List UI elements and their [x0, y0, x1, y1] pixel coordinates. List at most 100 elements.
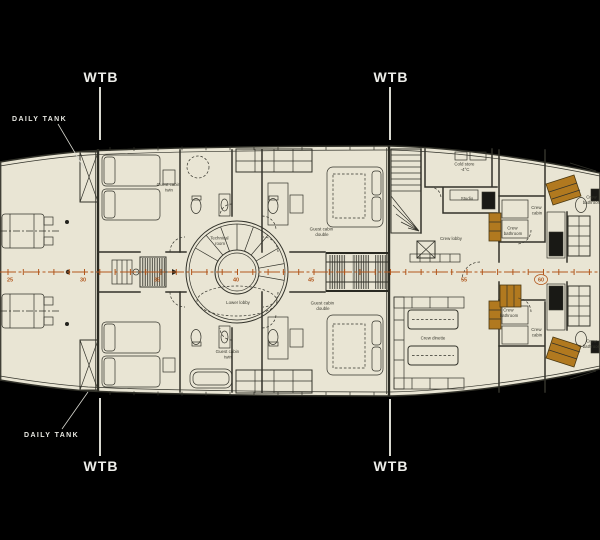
- stool: [289, 328, 304, 348]
- bunk: [501, 219, 529, 239]
- hull: [0, 145, 600, 397]
- room-label: Technical room: [210, 236, 230, 247]
- toilet: [267, 198, 279, 214]
- crew-dinette: Crew dinette: [393, 296, 465, 390]
- bunk: [501, 325, 529, 345]
- reference-dot: [65, 322, 69, 326]
- pillow: [103, 156, 116, 185]
- stool: [289, 194, 304, 214]
- sofa: [449, 189, 479, 201]
- wtb-label-bottom-aft: WTB: [84, 458, 119, 474]
- pillow: [371, 320, 382, 346]
- top-locker-row: [235, 148, 313, 173]
- bunk: [501, 199, 529, 219]
- room-label: Crew bathroom: [504, 226, 523, 237]
- sink: [218, 193, 231, 217]
- guest-cabin-double-lower: Guest cabin double: [267, 301, 384, 376]
- toilet: [267, 329, 279, 345]
- station-number: 25: [7, 278, 13, 284]
- wood-berth: [545, 336, 582, 368]
- pillow: [371, 196, 382, 222]
- wood-berth: [545, 174, 582, 206]
- room-label: Lower lobby: [226, 300, 250, 305]
- stair-treads: [195, 224, 285, 281]
- room-label: Crew dinette: [421, 336, 446, 341]
- daily-tank-label-top: DAILY TANK: [12, 116, 67, 123]
- room-label: Crew bathroom: [583, 195, 600, 206]
- toilet: [190, 329, 202, 345]
- pillow: [103, 357, 116, 386]
- wood-locker: [488, 212, 502, 242]
- appliance: [548, 231, 564, 257]
- room-label: Crew cabin: [531, 327, 543, 338]
- daily-tank-label-bottom: DAILY TANK: [24, 432, 79, 439]
- room-label: Crew cabin: [531, 205, 543, 216]
- centerline: 25 30 35 40 45 55 60: [0, 269, 600, 285]
- bed: [101, 321, 161, 354]
- callouts: WTB WTB WTB WTB DAILY TANK DAILY TANK: [12, 69, 409, 474]
- double-bed: [326, 314, 384, 376]
- pillow: [371, 170, 382, 196]
- bulkheads-and-tanks: [79, 146, 391, 396]
- pillow: [103, 323, 116, 352]
- lower-lobby-headroom: [196, 285, 278, 317]
- room-label: Crew lobby: [440, 236, 463, 241]
- nightstand: [162, 169, 176, 185]
- wtb-label-top-fwd: WTB: [374, 69, 409, 85]
- reference-dot: [65, 220, 69, 224]
- crew-staircase: [390, 148, 422, 234]
- crew-lobby: Crew lobby: [409, 236, 481, 281]
- shower: [186, 155, 210, 179]
- double-bed: [326, 166, 384, 228]
- table: [407, 345, 459, 366]
- room-label: Crew bathroom: [500, 308, 519, 319]
- room-label: Cold store -4°C: [454, 162, 475, 173]
- room-label: Guest cabin twin: [216, 349, 241, 360]
- room-label: Guest cabin double: [311, 301, 336, 312]
- daily-tank-leader-bottom: [61, 391, 89, 430]
- daily-tank-lower: [79, 339, 99, 391]
- wtb-label-bottom-fwd: WTB: [374, 458, 409, 474]
- engine-room: [0, 213, 71, 329]
- counter: [546, 211, 566, 259]
- bathtub: [189, 368, 233, 389]
- daily-tank-upper: [79, 151, 99, 203]
- guest-cabin-twin-lower: Guest cabin twin: [101, 321, 241, 389]
- appliance: [548, 285, 564, 311]
- equipment: [481, 191, 496, 210]
- sink: [218, 325, 231, 349]
- wood-hatch: [499, 284, 522, 308]
- station-number: 30: [80, 278, 86, 284]
- wtb-leader-lines: [99, 87, 391, 456]
- guest-area-walls: [97, 149, 326, 393]
- hull-frame-ticks: [109, 146, 375, 396]
- wood-locker: [488, 300, 502, 330]
- toilet: [575, 331, 587, 347]
- station-number: 60: [538, 278, 544, 284]
- table: [407, 309, 459, 330]
- toilet: [575, 197, 587, 213]
- cold-store: Cold store -4°C: [454, 151, 487, 173]
- door-swings: [169, 186, 442, 341]
- station-number: 55: [461, 278, 467, 284]
- pillow: [371, 346, 382, 372]
- station-number: 35: [154, 278, 160, 284]
- bottom-locker-row: [235, 369, 313, 394]
- bed: [101, 154, 161, 187]
- station-highlight-circle: [534, 274, 548, 285]
- room-label: Crew bathroom: [583, 339, 600, 350]
- crew-cabin-lower: Crew cabin Crew bathroom Crew bathroom: [488, 283, 600, 380]
- bed: [101, 355, 161, 388]
- hatch: [416, 240, 436, 259]
- studio: Studio: [449, 189, 496, 210]
- guest-cabin-double-upper: Guest cabin double: [267, 166, 384, 237]
- wtb-label-top-aft: WTB: [84, 69, 119, 85]
- pillow: [103, 190, 116, 219]
- daily-tank-leader-top: [57, 123, 85, 169]
- crew-cabin-upper: Crew cabin Crew bathroom Crew bathroom: [488, 162, 600, 259]
- toilet: [190, 198, 202, 214]
- station-number: 45: [308, 278, 314, 284]
- counter: [546, 283, 566, 331]
- room-label: Guest cabin twin: [157, 182, 182, 193]
